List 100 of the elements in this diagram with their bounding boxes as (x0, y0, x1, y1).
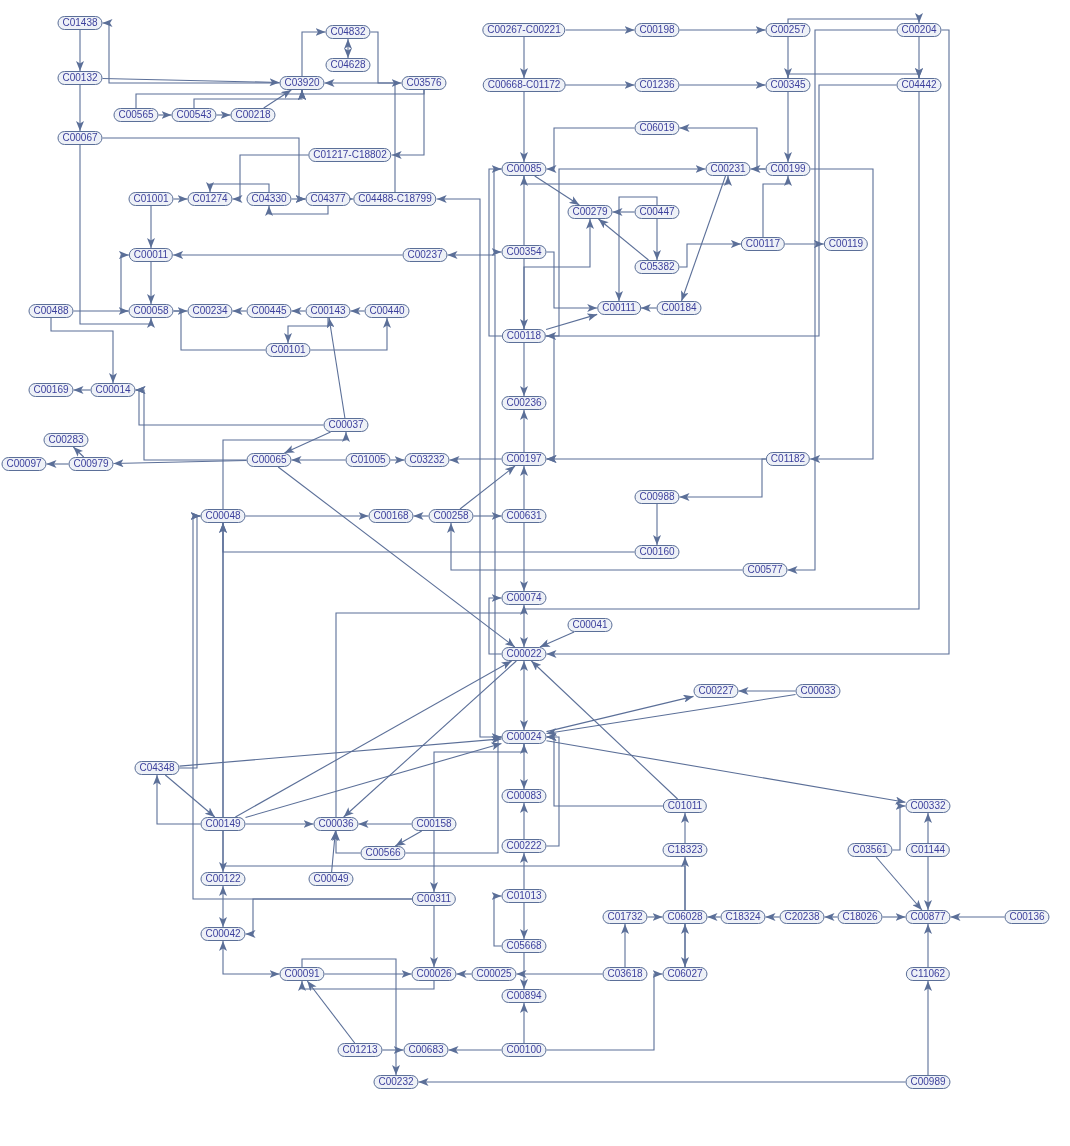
compound-node: C00168 (368, 509, 414, 523)
arrow (72, 307, 130, 315)
arrow (621, 923, 629, 968)
arrow (263, 89, 292, 109)
compound-node: C00042 (200, 927, 246, 941)
compound-node: C00232 (373, 1075, 419, 1089)
arrow (520, 258, 528, 330)
compound-node: C00988 (634, 490, 680, 504)
compound-node: C01213 (337, 1043, 383, 1057)
arrow (50, 317, 117, 384)
arrow (244, 512, 370, 520)
arrow (234, 660, 513, 818)
compound-node: C00036 (313, 817, 359, 831)
arrow (231, 154, 309, 203)
compound-node: C11062 (905, 967, 951, 981)
compound-node: C00894 (501, 989, 547, 1003)
arrow (539, 631, 575, 648)
compound-node: C00143 (305, 304, 351, 318)
arrow (646, 913, 664, 921)
arrow (520, 91, 920, 648)
compound-node: C00877 (905, 910, 951, 924)
compound-node: C00543 (171, 108, 217, 122)
arrow (147, 261, 155, 305)
arrow (357, 820, 413, 828)
arrow (164, 774, 216, 818)
arrow (680, 175, 727, 302)
compound-node: C00989 (905, 1075, 951, 1089)
arrow (809, 168, 874, 463)
arrow (520, 342, 528, 397)
arrow (681, 923, 689, 968)
arrow (784, 240, 825, 248)
compound-node: C00025 (471, 967, 517, 981)
arrow (172, 195, 189, 203)
arrow (640, 304, 658, 312)
arrow (611, 208, 636, 216)
connector-line (172, 310, 267, 351)
arrow (764, 913, 781, 921)
compound-node: C00440 (364, 304, 410, 318)
compound-node: C00100 (501, 1043, 547, 1057)
arrow (219, 940, 281, 978)
arrow (545, 694, 695, 733)
arrow (472, 512, 503, 520)
arrow (134, 386, 248, 461)
compound-node: C04488-C18799 (353, 192, 437, 206)
compound-node: C03561 (847, 843, 893, 857)
compound-node: C00577 (742, 563, 788, 577)
compound-node: C00447 (634, 205, 680, 219)
compound-node: C01011 (662, 799, 708, 813)
compound-node: C00199 (765, 162, 811, 176)
arrow (447, 1046, 503, 1054)
arrow (335, 604, 528, 818)
arrow (391, 89, 425, 159)
compound-node: C06028 (662, 910, 708, 924)
arrow (389, 456, 406, 464)
compound-node: C00566 (360, 846, 406, 860)
arrow (219, 885, 227, 928)
arrow (394, 830, 423, 847)
arrow (681, 856, 689, 911)
arrow (157, 111, 173, 119)
arrow (678, 26, 767, 34)
arrow (323, 970, 413, 978)
arrow (520, 902, 528, 940)
compound-node: C00565 (113, 108, 159, 122)
arrow (520, 1002, 528, 1044)
compound-node: C00231 (705, 162, 751, 176)
arrow (298, 89, 425, 100)
compound-node: C00014 (90, 383, 136, 397)
arrow (545, 165, 707, 337)
arrow (653, 218, 661, 261)
compound-node: C00258 (428, 509, 474, 523)
compound-node: C00136 (1004, 910, 1050, 924)
arrow (545, 127, 636, 173)
compound-node: C00169 (28, 383, 74, 397)
compound-node: C00979 (68, 457, 114, 471)
compound-node: C00122 (200, 872, 246, 886)
compound-node: C00227 (693, 684, 739, 698)
arrow (349, 307, 366, 315)
arrow (881, 913, 907, 921)
compound-node: C03576 (401, 76, 447, 90)
compound-node: C00236 (501, 396, 547, 410)
arrow (290, 195, 307, 203)
compound-node: C01182 (765, 452, 811, 466)
arrow (678, 240, 742, 268)
compound-node: C04330 (246, 192, 292, 206)
arrow (534, 175, 580, 206)
arrow (147, 205, 155, 249)
compound-node: C00197 (501, 452, 547, 466)
compound-node: C04628 (325, 58, 371, 72)
compound-node: C01013 (501, 889, 547, 903)
compound-node: C00119 (823, 237, 869, 251)
arrow (488, 165, 503, 337)
arrow (520, 852, 528, 890)
compound-node: C03232 (404, 453, 450, 467)
arrow (678, 458, 767, 501)
arrow (283, 431, 332, 454)
arrow (72, 446, 85, 458)
compound-node: C00149 (200, 817, 246, 831)
compound-node: C00631 (501, 509, 547, 523)
arrow (323, 79, 396, 193)
arrow (924, 812, 932, 844)
